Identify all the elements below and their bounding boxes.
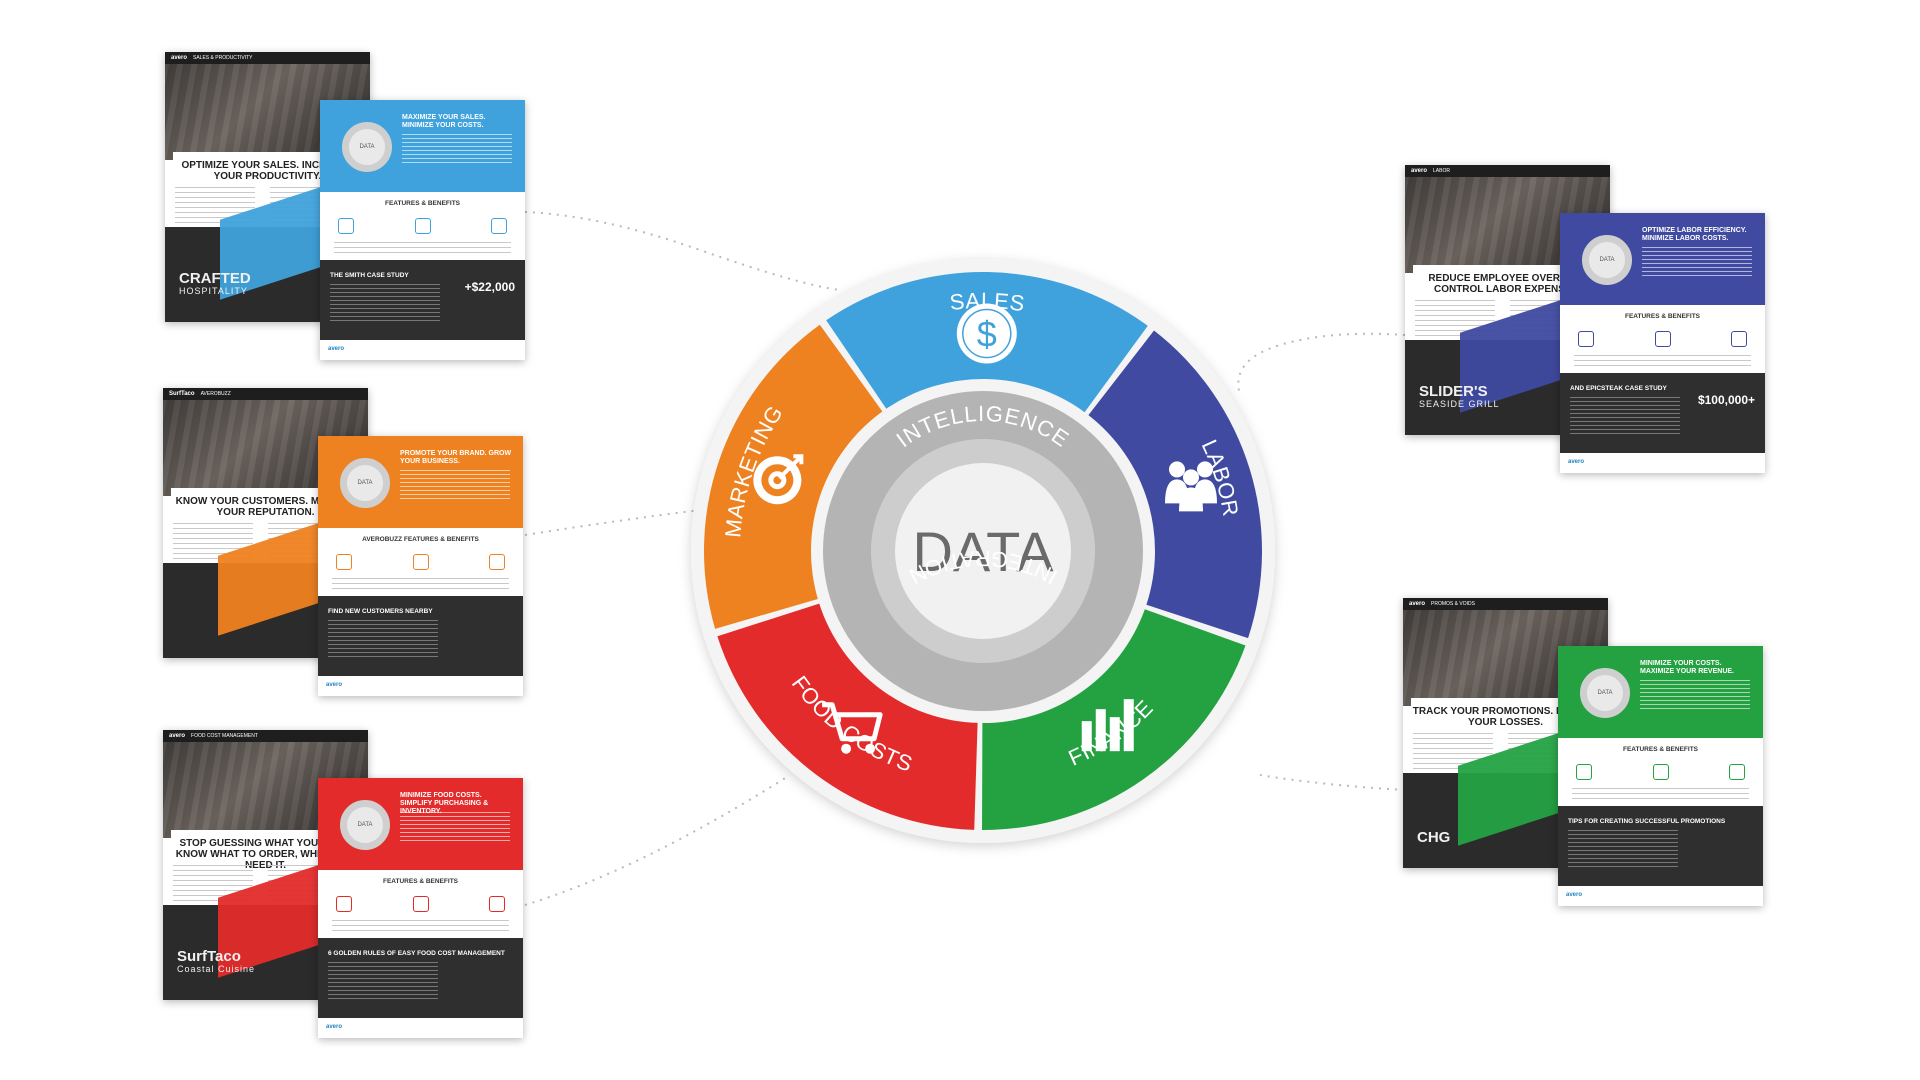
case-study-panel (1560, 373, 1765, 453)
case-study-panel (320, 260, 525, 340)
case-study-stat: +$22,000 (464, 280, 515, 294)
case-study-title: FIND NEW CUSTOMERS NEARBY (328, 608, 433, 615)
cart-icon (822, 702, 883, 754)
feature-icons (338, 218, 507, 234)
mini-data-wheel (342, 122, 392, 172)
features-heading: FEATURES & BENEFITS (385, 200, 460, 207)
flyer-band (318, 778, 523, 870)
flyer-front-title: OPTIMIZE LABOR EFFICIENCY. MINIMIZE LABO… (1642, 227, 1747, 242)
feature-text (332, 578, 509, 592)
feature-text (334, 242, 511, 256)
connector-labor (1237, 332, 1406, 396)
features-heading: AVEROBUZZ FEATURES & BENEFITS (362, 536, 479, 543)
case-study-panel (318, 596, 523, 676)
mini-data-wheel (340, 458, 390, 508)
case-study-panel (1558, 806, 1763, 886)
case-study-panel (318, 938, 523, 1018)
flyer-front-title: PROMOTE YOUR BRAND. GROW YOUR BUSINESS. (400, 450, 512, 465)
bar-chart-icon (1081, 699, 1134, 752)
wheel-center (895, 463, 1071, 639)
connector-food-costs (524, 774, 791, 906)
feature-icons (1576, 764, 1745, 780)
people-icon (1164, 461, 1217, 512)
flyer-front-page: MINIMIZE YOUR COSTS. MAXIMIZE YOUR REVEN… (1558, 646, 1763, 906)
flyer-footer: avero (1558, 886, 1763, 906)
client-logo: CHG (1417, 829, 1451, 846)
feature-icons (336, 554, 505, 570)
mini-data-wheel (340, 800, 390, 850)
feature-icons (336, 896, 505, 912)
dollar-icon: $ (956, 303, 1017, 364)
flyer-front-title: MINIMIZE FOOD COSTS. SIMPLIFY PURCHASING… (400, 792, 489, 815)
flyer-front-title: MINIMIZE YOUR COSTS. MAXIMIZE YOUR REVEN… (1640, 660, 1734, 675)
flyer-front-page: MINIMIZE FOOD COSTS. SIMPLIFY PURCHASING… (318, 778, 523, 1038)
mini-data-wheel (1580, 668, 1630, 718)
feature-text (1572, 788, 1749, 802)
features-heading: FEATURES & BENEFITS (1625, 313, 1700, 320)
flyer-footer: avero (1560, 453, 1765, 473)
case-study-title: 6 GOLDEN RULES OF EASY FOOD COST MANAGEM… (328, 950, 505, 957)
flyer-front-page: MAXIMIZE YOUR SALES. MINIMIZE YOUR COSTS… (320, 100, 525, 360)
case-study-title: TIPS FOR CREATING SUCCESSFUL PROMOTIONS (1568, 818, 1726, 825)
flyer-footer: avero (320, 340, 525, 360)
feature-icons (1578, 331, 1747, 347)
case-study-title: THE SMITH CASE STUDY (330, 272, 409, 279)
target-icon (753, 454, 804, 505)
flyer-front-title: MAXIMIZE YOUR SALES. MINIMIZE YOUR COSTS… (402, 114, 486, 129)
mini-data-wheel (1582, 235, 1632, 285)
flyer-footer: avero (318, 676, 523, 696)
case-study-title: AND EPICSTEAK CASE STUDY (1570, 385, 1667, 392)
center-label: DATA (912, 520, 1054, 583)
feature-text (332, 920, 509, 934)
case-study-stat: $100,000+ (1697, 393, 1755, 407)
flyer-front-page: PROMOTE YOUR BRAND. GROW YOUR BUSINESS. … (318, 436, 523, 696)
flyer-footer: avero (318, 1018, 523, 1038)
features-heading: FEATURES & BENEFITS (1623, 746, 1698, 753)
features-heading: FEATURES & BENEFITS (383, 878, 458, 885)
svg-text:$: $ (977, 314, 997, 355)
flyer-front-page: OPTIMIZE LABOR EFFICIENCY. MINIMIZE LABO… (1560, 213, 1765, 473)
feature-text (1574, 355, 1751, 369)
